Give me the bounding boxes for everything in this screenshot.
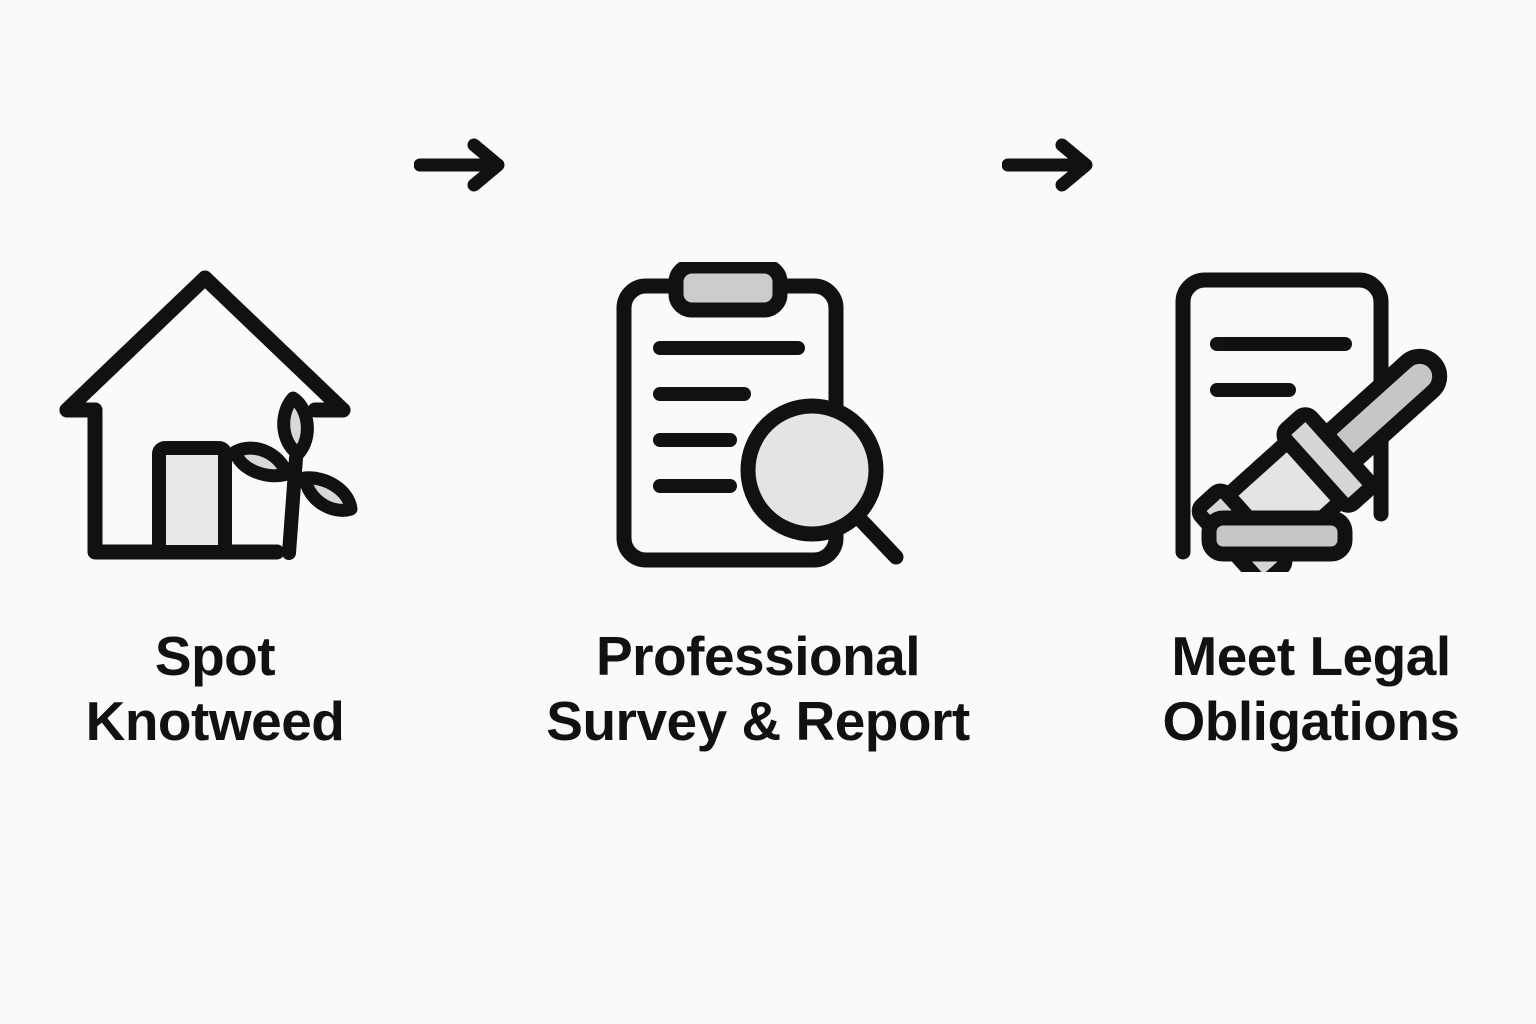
process-step-label: Professional Survey & Report [546, 625, 970, 752]
process-step-spot-knotweed[interactable]: Spot Knotweed [25, 0, 405, 754]
arrow-connector-1 [405, 0, 523, 330]
arrow-right-icon [414, 138, 505, 192]
document-with-gavel-icon [1161, 252, 1461, 582]
process-step-professional-survey-report[interactable]: Professional Survey & Report [523, 0, 993, 754]
house-with-knotweed-plant-icon [55, 252, 375, 582]
clipboard-with-magnifier-icon [608, 252, 908, 582]
arrow-connector-2 [993, 0, 1111, 330]
arrow-right-icon [1002, 138, 1093, 192]
process-step-label: Spot Knotweed [85, 625, 345, 752]
process-step-meet-legal-obligations[interactable]: Meet Legal Obligations [1111, 0, 1511, 754]
process-step-label: Meet Legal Obligations [1162, 625, 1461, 752]
